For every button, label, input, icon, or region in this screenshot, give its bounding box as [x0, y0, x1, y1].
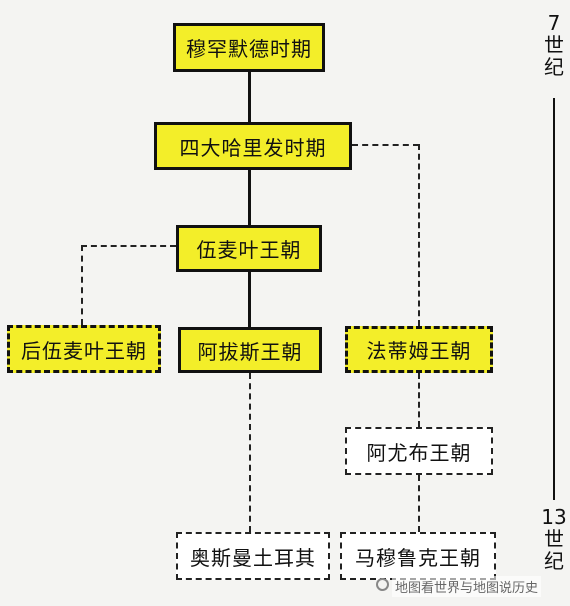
box-later-umayyad-dynasty: 后伍麦叶王朝: [7, 325, 161, 373]
timeline-line: [553, 98, 555, 500]
box-abbasid-dynasty: 阿拔斯王朝: [178, 327, 322, 373]
dashed-ayyubid-to-mamluk: [418, 475, 420, 532]
box-mamluk-dynasty: 马穆鲁克王朝: [340, 532, 496, 580]
box-ottoman-turkey: 奥斯曼土耳其: [176, 532, 330, 580]
dashed-umayyad-to-later-v: [81, 245, 83, 325]
timeline-end-label: 13世纪: [541, 505, 567, 573]
box-ayyubid-dynasty: 阿尤布王朝: [345, 427, 493, 475]
box-four-caliphs-period: 四大哈里发时期: [154, 122, 352, 170]
dashed-abbasid-to-ottoman: [249, 373, 251, 532]
dashed-fatimid-to-ayyubid: [418, 373, 420, 427]
timeline-start-label: 7世纪: [544, 11, 564, 79]
connector-muhammad-to-caliphs: [248, 72, 251, 122]
box-muhammad-period: 穆罕默德时期: [173, 23, 325, 72]
dashed-umayyad-to-later-h: [81, 245, 176, 247]
connector-umayyad-to-abbasid: [248, 272, 251, 327]
dashed-caliphs-to-fatimid-v: [418, 144, 420, 326]
watermark-text: 地图看世界与地图说历史: [392, 576, 542, 597]
wechat-icon: [376, 578, 389, 591]
box-fatimid-dynasty: 法蒂姆王朝: [345, 326, 493, 373]
box-umayyad-dynasty: 伍麦叶王朝: [176, 225, 322, 272]
dashed-caliphs-to-fatimid-h: [352, 144, 419, 146]
connector-caliphs-to-umayyad: [248, 170, 251, 225]
